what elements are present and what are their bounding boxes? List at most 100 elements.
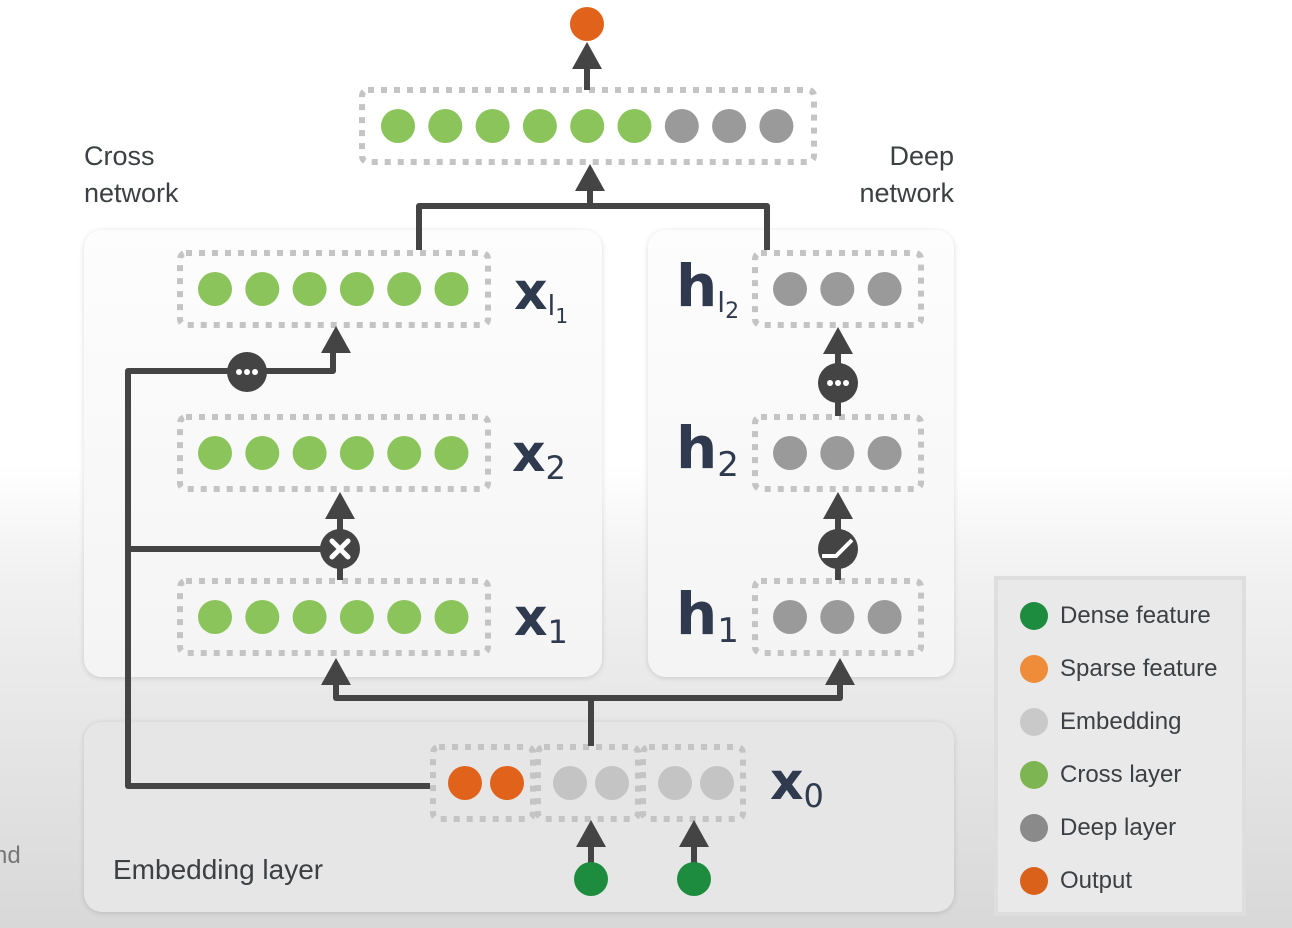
cross-node-x1 [198,600,232,634]
deep-network-label: Deep network [836,138,954,212]
deep-node-h_l2 [867,272,902,306]
cross-node-x1 [339,600,374,634]
var-x1: x1 [514,588,568,651]
ellipsis-dot [843,380,849,386]
legend-label: Dense feature [1060,602,1211,629]
cross-layer-box-x2 [177,414,491,492]
deep-repeat-ellipsis-icon [818,363,858,403]
deep-node-h2 [867,436,902,470]
output-arrow-head [572,42,602,69]
x0-node-embedding [595,766,629,800]
dense-arrow-head [679,820,709,847]
legend-swatch [1020,602,1048,630]
cross-node-x2 [339,436,374,470]
legend: Dense feature Sparse feature Embedding C… [994,576,1246,916]
x0-node-output [490,766,524,800]
combined-cross-node [381,109,415,143]
dense-input-node [677,862,711,896]
dense-input-node [574,862,608,896]
x0-split-connector [333,684,843,701]
var-x2-sub: 2 [545,449,566,487]
var-h-l2-subsub: 2 [725,299,740,324]
var-x2-base: x [512,424,546,484]
deep-node-h_l2 [820,272,855,306]
cross-node-x_l1 [387,272,422,306]
x0-node-embedding [553,766,587,800]
legend-item-embedding: Embedding [1020,702,1181,742]
var-h-l2: hl2 [676,252,739,324]
legend-item-deep-layer: Deep layer [1020,808,1176,848]
var-h2-sub: 2 [717,445,739,485]
deep-node-h1 [867,600,902,634]
legend-item-output: Output [1020,861,1132,901]
legend-label: Sparse feature [1060,655,1218,682]
relu-glyph [822,538,854,558]
merge-arrow-head [575,164,605,191]
var-x0: x0 [770,752,824,815]
cross-network-label: Cross network [84,138,179,212]
legend-swatch [1020,867,1048,895]
var-h1-base: h [676,580,718,648]
combined-deep-node [759,109,794,143]
legend-label: Deep layer [1060,814,1177,841]
var-x-l1: xl1 [514,262,568,328]
legend-item-cross-layer: Cross layer [1020,755,1181,795]
var-h2: h2 [676,414,739,485]
deep-network-label-line2: network [859,178,954,208]
legend-label: Output [1060,867,1133,894]
var-x0-base: x [770,752,804,812]
cross-node-x_l1 [339,272,374,306]
cross-network-label-line2: network [84,178,179,208]
output-node [570,7,604,41]
deep-network-label-line1: Deep [889,141,954,171]
var-x-l1-sub: l [547,289,556,322]
var-x-l1-base: x [514,262,548,322]
legend-swatch [1020,708,1048,736]
legend-item-sparse-feature: Sparse feature [1020,649,1217,689]
deep-node-h_l2 [773,272,807,306]
cross-node-x_l1 [245,272,280,306]
cross-node-x1 [245,600,280,634]
relu-circle [818,529,858,569]
var-h-l2-sub: l [717,286,726,319]
relu-activation-icon [818,529,858,569]
deep-node-h1 [820,600,855,634]
cross-node-x1 [387,600,422,634]
cross-node-x1 [292,600,327,634]
merge-connector [416,203,770,250]
combined-deep-node [712,109,747,143]
cross-node-x2 [198,436,232,470]
deep-node-h2 [773,436,807,470]
x-l1-arrow-head [321,326,351,353]
multiply-operator-icon [320,529,360,569]
x0-group-box [535,744,641,822]
ellipsis-dot [835,380,841,386]
combined-cross-node [617,109,652,143]
cross-layer-box-x1 [177,578,491,656]
h1-input-arrow-head [825,658,855,685]
var-h1: h1 [676,580,739,651]
embedding-layer-label: Embedding layer [113,854,324,885]
var-x0-sub: 0 [803,777,824,815]
legend-label: Embedding [1060,708,1182,735]
h2-arrow-head [823,492,853,519]
ellipsis-dot [827,380,833,386]
ellipsis-dot [236,369,242,375]
var-x-l1-subsub: 1 [555,304,569,328]
multiply-glyph [329,538,351,560]
x0-group-box [640,744,746,822]
x0-group-box [430,744,536,822]
x1-input-arrow-head [321,658,351,685]
cross-node-x_l1 [292,272,327,306]
x0-node-embedding [700,766,734,800]
x2-arrow-head [325,492,355,519]
legend-item-dense-feature: Dense feature [1020,596,1211,636]
h-l2-arrow-head [823,327,853,354]
cross-node-x2 [434,436,469,470]
legend-swatch [1020,655,1048,683]
legend-label: Cross layer [1060,761,1182,788]
legend-swatch [1020,761,1048,789]
combined-deep-node [664,109,699,143]
combined-cross-node [428,109,463,143]
